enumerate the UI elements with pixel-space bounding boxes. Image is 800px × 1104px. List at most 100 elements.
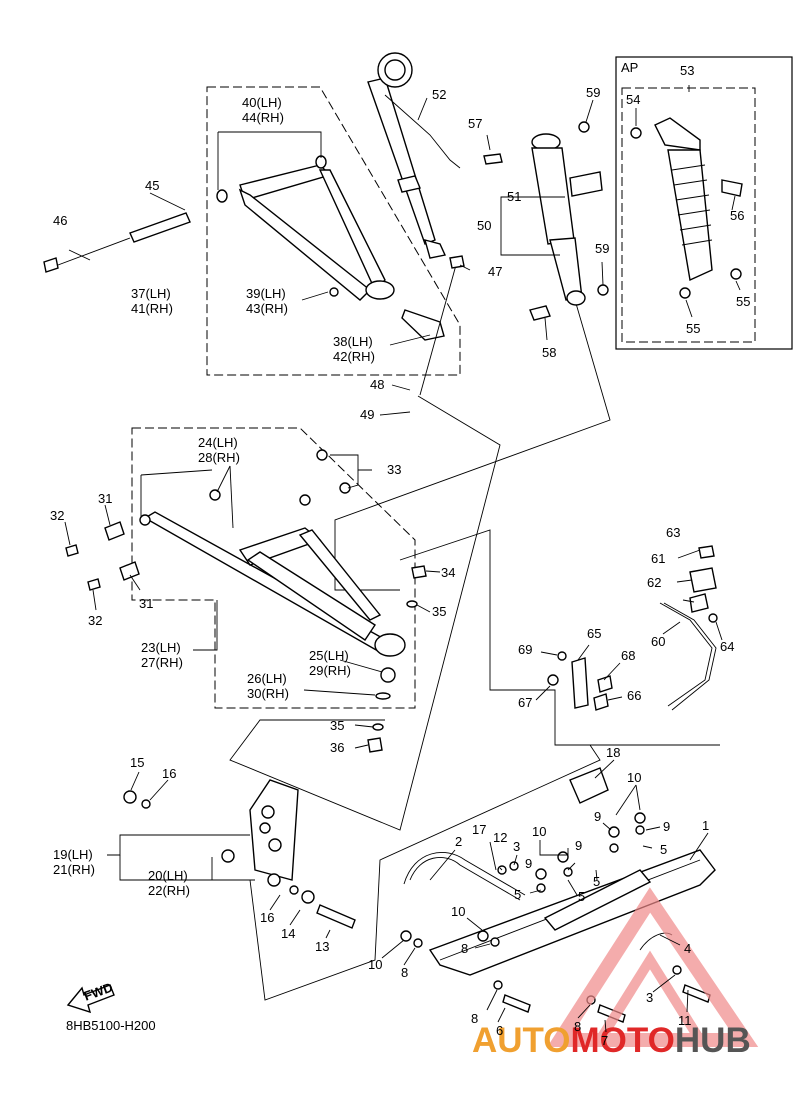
label-65: 65 <box>587 626 601 641</box>
label-42: 42(RH) <box>333 349 375 364</box>
label-29: 29(RH) <box>309 663 351 678</box>
ski-link-line <box>249 744 601 1001</box>
label-43: 43(RH) <box>246 301 288 316</box>
label-67: 67 <box>518 695 532 710</box>
label-9a: 9 <box>594 809 601 824</box>
label-38: 38(LH) <box>333 334 373 349</box>
label-47: 47 <box>488 264 502 279</box>
label-25: 25(LH) <box>309 648 349 663</box>
label-27: 27(RH) <box>141 655 183 670</box>
label-53: 53 <box>680 63 694 78</box>
part-labels: 1 2 3 3 4 5 5 5 5 6 7 8 8 8 8 9 9 9 9 10… <box>50 60 750 1048</box>
watermark-hub: HUB <box>675 1021 751 1060</box>
label-8b: 8 <box>401 965 408 980</box>
label-58: 58 <box>542 345 556 360</box>
label-9c: 9 <box>525 856 532 871</box>
label-49: 49 <box>360 407 374 422</box>
label-23: 23(LH) <box>141 640 181 655</box>
ski-bolts <box>497 812 646 893</box>
lower-arm-group-frame <box>131 427 416 709</box>
label-61: 61 <box>651 551 665 566</box>
label-55a: 55 <box>736 294 750 309</box>
label-7: 7 <box>601 1033 608 1048</box>
label-24: 24(LH) <box>198 435 238 450</box>
label-31a: 31 <box>98 491 112 506</box>
label-52: 52 <box>432 87 446 102</box>
label-3b: 3 <box>646 990 653 1005</box>
watermark-text: AUTOMOTOHUB <box>472 1021 751 1060</box>
fwd-arrow: FWD <box>66 980 115 1014</box>
label-8c: 8 <box>471 1011 478 1026</box>
lower-a-arm <box>139 449 406 657</box>
upper-ball-joint <box>329 287 445 341</box>
label-31b: 31 <box>139 596 153 611</box>
diagram-code: 8HB5100-H200 <box>66 1018 156 1033</box>
label-46: 46 <box>53 213 67 228</box>
label-5c: 5 <box>593 874 600 889</box>
label-51: 51 <box>507 189 521 204</box>
label-32b: 32 <box>88 613 102 628</box>
steering-rod-assembly <box>367 52 461 259</box>
spindle-link-line <box>229 395 501 831</box>
label-63: 63 <box>666 525 680 540</box>
label-33: 33 <box>387 462 401 477</box>
upper-pivot-shaft <box>43 212 191 273</box>
label-60: 60 <box>651 634 665 649</box>
label-15: 15 <box>130 755 144 770</box>
label-28: 28(RH) <box>198 450 240 465</box>
inset-ap-frame <box>615 56 793 350</box>
label-16b: 16 <box>260 910 274 925</box>
label-35a: 35 <box>432 604 446 619</box>
label-2: 2 <box>455 834 462 849</box>
label-40: 40(LH) <box>242 95 282 110</box>
label-35b: 35 <box>330 718 344 733</box>
label-45: 45 <box>145 178 159 193</box>
label-44: 44(RH) <box>242 110 284 125</box>
label-1: 1 <box>702 818 709 833</box>
label-10d: 10 <box>368 957 382 972</box>
upper-arm-group-frame <box>206 86 461 376</box>
bracket-link-line <box>399 529 720 746</box>
label-64: 64 <box>720 639 734 654</box>
label-17: 17 <box>472 822 486 837</box>
label-48: 48 <box>370 377 384 392</box>
label-59a: 59 <box>586 85 600 100</box>
label-22: 22(RH) <box>148 883 190 898</box>
spindle <box>123 779 356 929</box>
label-14: 14 <box>281 926 295 941</box>
label-6: 6 <box>496 1023 503 1038</box>
shock-link-line <box>334 299 611 591</box>
ski <box>400 767 716 1023</box>
label-8a: 8 <box>461 941 468 956</box>
watermark-moto: MOTO <box>571 1021 675 1060</box>
label-57: 57 <box>468 116 482 131</box>
label-8d: 8 <box>574 1019 581 1034</box>
label-21: 21(RH) <box>53 862 95 877</box>
inset-shock <box>630 117 743 299</box>
label-32a: 32 <box>50 508 64 523</box>
label-37: 37(LH) <box>131 286 171 301</box>
label-4: 4 <box>684 941 691 956</box>
label-13: 13 <box>315 939 329 954</box>
label-54: 54 <box>626 92 640 107</box>
watermark-logo <box>547 887 759 1047</box>
label-20: 20(LH) <box>148 868 188 883</box>
label-10a: 10 <box>627 770 641 785</box>
watermark-auto: AUTO <box>472 1021 571 1060</box>
label-50: 50 <box>477 218 491 233</box>
label-12: 12 <box>493 830 507 845</box>
shock-absorber <box>483 121 609 321</box>
label-18: 18 <box>606 745 620 760</box>
label-10b: 10 <box>532 824 546 839</box>
label-56: 56 <box>730 208 744 223</box>
label-62: 62 <box>647 575 661 590</box>
upper-a-arm <box>216 155 395 301</box>
label-69: 69 <box>518 642 532 657</box>
lower-ball-joint <box>367 565 427 753</box>
steering-linkage <box>547 545 718 711</box>
label-9b: 9 <box>663 819 670 834</box>
inset-title: AP <box>621 60 638 75</box>
label-55b: 55 <box>686 321 700 336</box>
label-5d: 5 <box>578 889 585 904</box>
